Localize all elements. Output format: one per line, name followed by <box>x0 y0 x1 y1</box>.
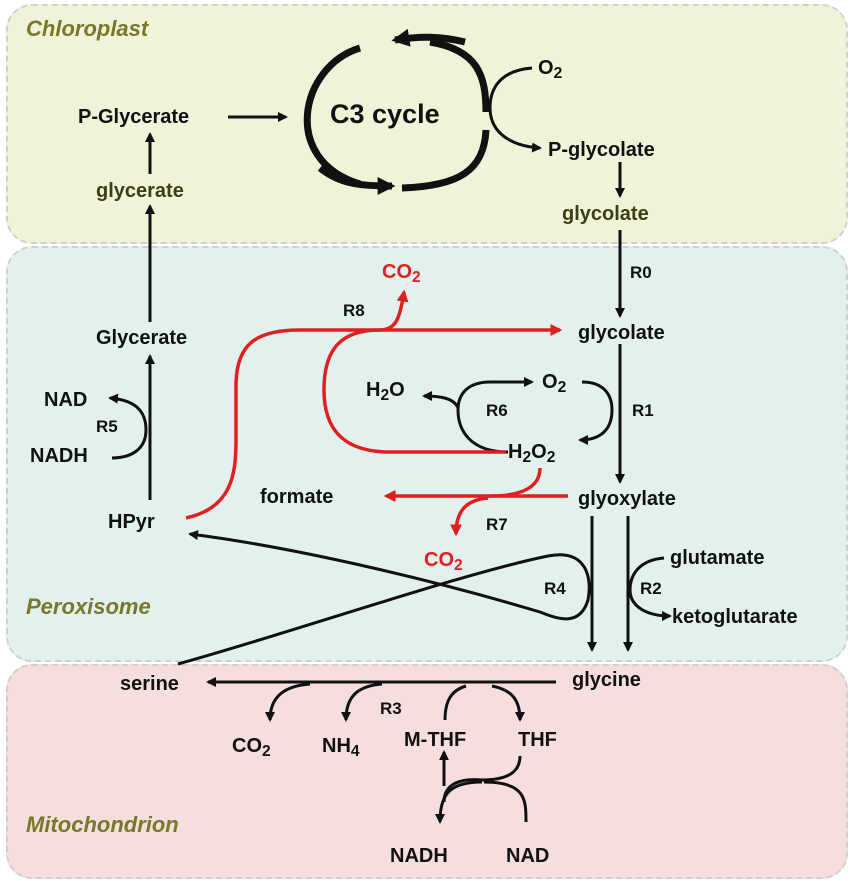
hpyr-label: HPyr <box>108 511 155 533</box>
reaction-r3: R3 <box>380 699 402 718</box>
reaction-r6: R6 <box>486 401 508 420</box>
serine-label: serine <box>120 673 179 695</box>
c3-cycle-arrows <box>303 28 490 195</box>
mitochondrion-title: Mitochondrion <box>26 812 179 837</box>
o2-top-label: O2 <box>538 57 563 82</box>
reaction-r2: R2 <box>640 579 662 598</box>
nh4-label: NH4 <box>322 735 360 760</box>
co2-mitochondrion-label: CO2 <box>232 735 271 760</box>
peroxisome-region <box>6 246 848 662</box>
glyoxylate-label: glyoxylate <box>578 488 676 510</box>
nadh-mitochondrion-label: NADH <box>390 845 448 867</box>
peroxisome-title: Peroxisome <box>26 594 151 619</box>
reaction-r0: R0 <box>630 263 652 282</box>
co2-peroxisome-label: CO2 <box>424 549 463 574</box>
nadh-peroxisome-label: NADH <box>30 445 88 467</box>
glutamate-label: glutamate <box>670 547 765 569</box>
glycolate-peroxisome-label: glycolate <box>578 322 665 344</box>
thf-label: THF <box>518 729 557 751</box>
p-glycolate-label: P-glycolate <box>548 139 655 161</box>
h2o-label: H2O <box>366 379 405 404</box>
c3-cycle-label: C3 cycle <box>330 99 440 129</box>
reaction-r5: R5 <box>96 417 118 436</box>
nad-mitochondrion-label: NAD <box>506 845 550 867</box>
chloroplast-title: Chloroplast <box>26 16 149 41</box>
m-thf-label: M-THF <box>404 729 467 751</box>
reaction-r7: R7 <box>486 515 508 534</box>
reaction-r4: R4 <box>544 579 566 598</box>
co2-top-label: CO2 <box>382 261 421 286</box>
formate-label: formate <box>260 486 334 508</box>
o2-peroxisome-label: O2 <box>542 371 567 396</box>
reaction-r1: R1 <box>632 401 654 420</box>
glycolate-chloroplast-label: glycolate <box>562 203 649 225</box>
glycerate-peroxisome-label: Glycerate <box>96 327 188 349</box>
p-glycerate-label: P-Glycerate <box>78 106 190 128</box>
glycine-label: glycine <box>572 669 641 691</box>
reaction-r8: R8 <box>343 301 365 320</box>
glycerate-chloroplast-label: glycerate <box>96 180 184 202</box>
ketoglutarate-label: ketoglutarate <box>672 606 798 628</box>
h2o2-label: H2O2 <box>508 441 556 466</box>
mitochondrion-region <box>6 664 848 879</box>
nad-peroxisome-label: NAD <box>44 389 88 411</box>
